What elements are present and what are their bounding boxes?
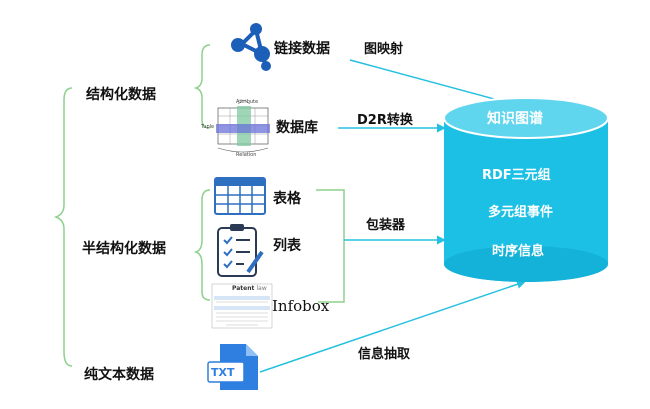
list-clipboard-icon [217, 224, 264, 277]
infobox-title: Patent law [232, 285, 267, 292]
semi-structured-brace [193, 189, 211, 301]
kg-item-temporal: 时序信息 [492, 244, 545, 259]
source-infobox: Infobox [272, 297, 330, 315]
main-brace [53, 87, 73, 367]
table-icon [214, 177, 266, 215]
infobox-figure [211, 283, 273, 329]
txt-icon-label: TXT [211, 366, 235, 379]
category-plain-text: 纯文本数据 [84, 367, 154, 383]
db-tuple-label: Tuple [201, 124, 215, 130]
arrow-graph-mapping [349, 59, 522, 109]
linked-data-icon [231, 23, 271, 71]
method-graph-mapping: 图映射 [364, 42, 404, 57]
category-structured: 结构化数据 [86, 87, 156, 103]
kg-item-rdf: RDF三元组 [482, 168, 551, 183]
source-list: 列表 [273, 238, 301, 254]
db-relation-label: Relation [236, 152, 257, 158]
database-relation-figure [216, 99, 270, 153]
category-semi-structured: 半结构化数据 [82, 241, 166, 257]
source-table: 表格 [273, 191, 301, 207]
txt-file-icon [207, 344, 258, 390]
arrow-extraction [259, 279, 526, 373]
kg-title: 知识图谱 [487, 111, 543, 127]
db-attribute-label: Attribute [236, 99, 259, 105]
method-wrapper: 包装器 [366, 218, 406, 233]
wrapper-bracket [316, 189, 345, 303]
method-d2r: D2R转换 [357, 113, 413, 128]
structured-brace [193, 44, 211, 129]
kg-item-events: 多元组事件 [488, 205, 554, 220]
source-linked-data: 链接数据 [274, 41, 330, 57]
knowledge-graph-cylinder [443, 97, 609, 282]
source-database: 数据库 [276, 120, 318, 136]
method-extraction: 信息抽取 [358, 347, 411, 362]
